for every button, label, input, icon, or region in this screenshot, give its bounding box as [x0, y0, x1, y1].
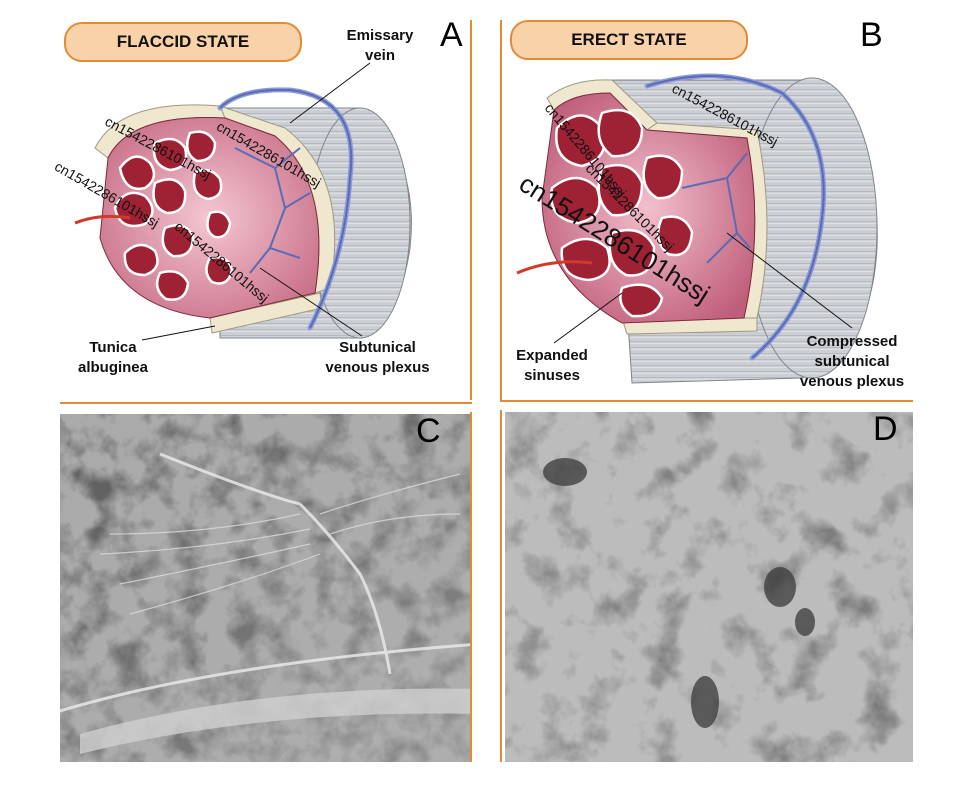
- emissary-vein-label: Emissary vein: [346, 27, 414, 64]
- panel-b-erect: ERECT STATE B: [502, 16, 912, 400]
- compressed-subtunical-venous-plexus-label: Compressed subtunical venous plexus: [799, 333, 905, 390]
- tunica-albuginea-label: Tunica albuginea: [77, 339, 148, 376]
- flaccid-cross-section-illustration: [74, 62, 412, 341]
- erect-state-title: ERECT STATE: [510, 20, 748, 60]
- panel-a-flaccid: FLACCID STATE A: [52, 16, 470, 400]
- subtunical-venous-plexus-label: Subtunical venous plexus: [325, 339, 430, 376]
- panel-c-border-right: [470, 412, 472, 762]
- panel-c-sem-micrograph: C: [60, 414, 470, 762]
- panel-a-letter: A: [440, 16, 463, 54]
- sem-micrograph-c: [60, 414, 470, 762]
- flaccid-state-title: FLACCID STATE: [64, 22, 302, 62]
- panel-b-letter: B: [860, 16, 883, 54]
- erect-cross-section-illustration: [516, 73, 878, 384]
- sem-micrograph-d: [505, 412, 913, 762]
- panel-c-letter: C: [416, 414, 441, 450]
- panel-d-sem-micrograph: D: [505, 412, 913, 762]
- top-row-divider-left: [60, 402, 472, 404]
- panel-a-border-right: [470, 20, 472, 400]
- panel-d-border-left: [500, 410, 502, 762]
- top-row-divider-right: [500, 400, 913, 402]
- expanded-sinuses-label: Expanded sinuses: [516, 347, 588, 384]
- panel-d-letter: D: [873, 412, 898, 448]
- panel-b-border-left: [500, 20, 502, 400]
